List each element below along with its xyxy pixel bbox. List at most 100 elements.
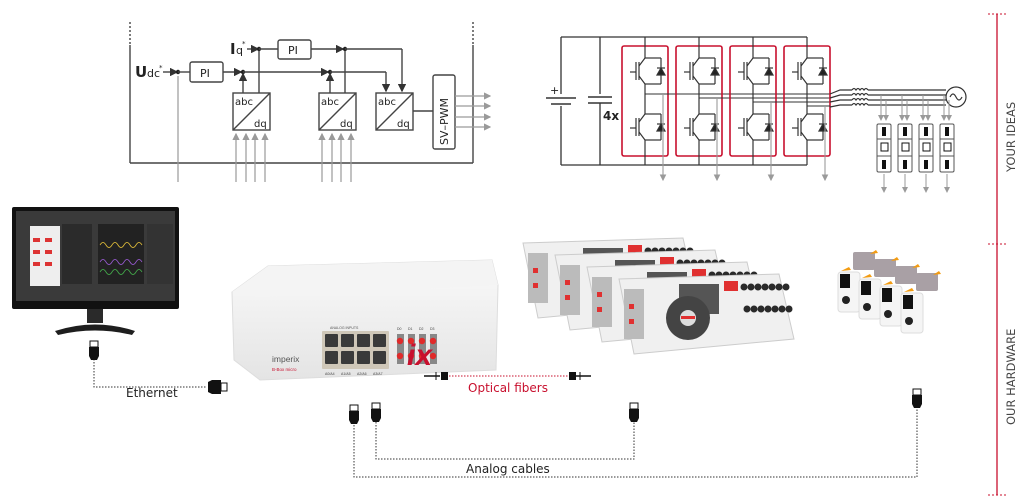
sv-pwm-label: SV–PWM (438, 98, 451, 145)
dc-source-plus: + (550, 84, 559, 97)
pi-label-current: PI (288, 44, 298, 57)
connections: Ethernet Optical fibers Analog cables (89, 340, 922, 478)
rj45-port (357, 351, 370, 364)
sensor-unit (918, 95, 934, 193)
inverter-leg (783, 37, 831, 182)
sensor-body (876, 123, 892, 173)
iq-label-sub: q (236, 44, 243, 57)
fiber-port (419, 334, 426, 364)
fiber-connector (429, 352, 437, 360)
sensor-unit (897, 95, 913, 193)
capacitor (761, 283, 769, 291)
sensor-body (897, 123, 913, 173)
monitor-stand (55, 324, 135, 335)
diode-icon (709, 122, 721, 132)
inverter-leg (675, 37, 830, 182)
igbt-switch (684, 57, 721, 85)
capacitor (764, 305, 772, 313)
capacitor (771, 305, 779, 313)
rj45-plug-icon (349, 404, 359, 424)
rj45-plug-icon (912, 388, 922, 408)
iq-label-main: I (230, 40, 236, 58)
analog-inputs-label: ANALOG INPUTS (330, 326, 359, 330)
pi-label-voltage: PI (200, 67, 210, 80)
side-axis: YOUR IDEAS OUR HARDWARE (988, 13, 1018, 496)
output-filter (829, 86, 967, 108)
sensor-unit (939, 95, 955, 193)
diode-icon (763, 66, 775, 76)
sensor-unit (876, 95, 892, 193)
sensors (876, 95, 955, 193)
rj45-port (373, 334, 386, 347)
fiber-label: D1 (408, 327, 413, 331)
rj45-port (357, 334, 370, 347)
control-labels: U dc * I q * PI PI abc dq abc dq abc dq … (135, 40, 451, 145)
abc-label-1: abc (235, 97, 253, 108)
capacitor (775, 283, 783, 291)
fiber-connector (407, 352, 415, 360)
power-diagram (546, 36, 807, 166)
abc-label-2: abc (321, 97, 339, 108)
sensor-modules (837, 250, 941, 334)
fiber-port (397, 334, 404, 364)
rj45-plug-icon (371, 402, 381, 422)
iq-label-star: * (242, 40, 246, 48)
box-model: B-Box micro (272, 367, 297, 372)
diode-icon (817, 122, 829, 132)
port-label: A1/A5 (341, 372, 351, 376)
port-label: A2/A6 (357, 372, 367, 376)
igbt-switch (738, 57, 775, 85)
fiber-connector (418, 337, 426, 345)
abc-dq-block-1 (232, 51, 271, 131)
sensor-body (918, 123, 934, 173)
rj45-port (341, 351, 354, 364)
optical-connectors (424, 372, 591, 380)
rj45-port (325, 334, 338, 347)
capacitor (757, 305, 765, 313)
udc-label-sub: dc (147, 67, 160, 80)
fiber-connector (396, 337, 404, 345)
rj45-plug-icon (208, 380, 228, 394)
power-modules (522, 237, 795, 355)
fiber-connector (407, 337, 415, 345)
igbt-switch (792, 113, 829, 141)
diode-icon (655, 66, 667, 76)
analog-cable-long (353, 401, 918, 478)
inductor-coils (851, 87, 869, 107)
inverter-leg (729, 37, 830, 182)
label-your-ideas: YOUR IDEAS (1004, 102, 1018, 173)
igbt-switch (738, 113, 775, 141)
sensor-module (837, 250, 878, 313)
igbt-switch (630, 57, 667, 85)
box-brand: imperix (272, 354, 300, 364)
capacitor (747, 283, 755, 291)
sensor-module (858, 257, 899, 320)
diode-icon (655, 122, 667, 132)
analog-cable-short (375, 416, 635, 460)
fiber-port (408, 334, 415, 364)
sensor-module (879, 264, 920, 327)
diode-icon (709, 66, 721, 76)
rj45-plug-icon (629, 402, 639, 422)
capacitor (785, 305, 793, 313)
port-label: A0/A4 (325, 372, 335, 376)
udc-label-main: U (135, 63, 147, 81)
sv-pwm-block (432, 74, 456, 150)
rj45-port (373, 351, 386, 364)
rj45-plug-icon (89, 340, 99, 360)
analog-cables-label: Analog cables (466, 462, 550, 476)
dq-label-3: dq (397, 119, 410, 130)
screen-window (30, 226, 60, 286)
control-diagram (129, 22, 492, 182)
optical-fibers-label: Optical fibers (468, 381, 548, 395)
fiber-label: D0 (397, 327, 402, 331)
fiber-port (430, 334, 437, 364)
sensor-module (900, 271, 941, 334)
udc-label-star: * (159, 64, 163, 72)
fiber-connector (396, 352, 404, 360)
capacitor (782, 283, 790, 291)
ac-grid-icon (945, 86, 967, 108)
rj45-port (341, 334, 354, 347)
sensor-body (939, 123, 955, 173)
